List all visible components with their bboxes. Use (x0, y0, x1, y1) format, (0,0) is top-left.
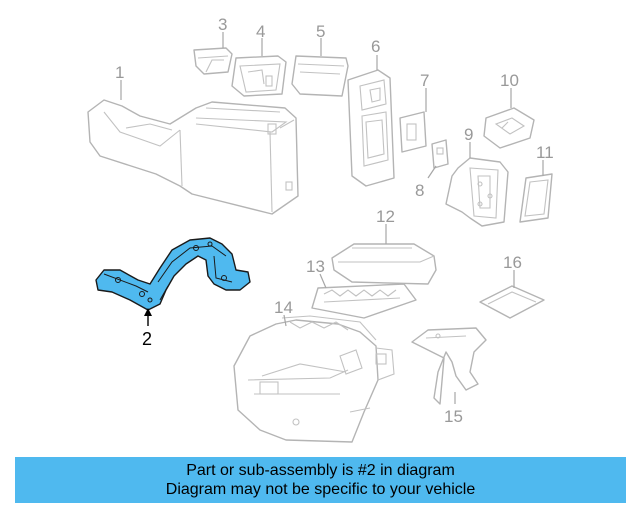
callout-8[interactable]: 8 (415, 181, 424, 200)
part-9-module[interactable] (445, 157, 509, 227)
leader-13 (319, 273, 327, 289)
callout-3[interactable]: 3 (218, 15, 227, 34)
banner-line-1: Part or sub-assembly is #2 in diagram (186, 462, 455, 479)
callout-11[interactable]: 11 (536, 143, 554, 162)
callout-4[interactable]: 4 (256, 22, 265, 41)
callout-5[interactable]: 5 (316, 22, 325, 41)
part-8-switch[interactable] (431, 139, 449, 169)
part-3-cup[interactable] (193, 47, 233, 75)
leader-8 (427, 165, 437, 179)
banner-line-2: Diagram may not be specific to your vehi… (165, 481, 476, 498)
callout-7[interactable]: 7 (420, 71, 429, 90)
part-2-bracket-highlighted[interactable] (95, 237, 251, 311)
callout-12[interactable]: 12 (376, 207, 395, 226)
part-7-plate[interactable] (399, 111, 427, 153)
part-4-tray[interactable] (231, 55, 287, 97)
part-10-housing[interactable] (483, 107, 535, 149)
callout-14[interactable]: 14 (274, 298, 293, 317)
part-6-panel[interactable] (347, 69, 395, 187)
callout-9[interactable]: 9 (464, 125, 473, 144)
callout-13[interactable]: 13 (306, 257, 325, 276)
part-5-bin[interactable] (291, 55, 349, 97)
callout-15[interactable]: 15 (444, 407, 463, 426)
callout-10[interactable]: 10 (500, 71, 519, 90)
info-banner: Part or sub-assembly is #2 in diagram Di… (15, 457, 626, 503)
leader-14 (283, 314, 287, 327)
parts-diagram: 1 2 3 4 5 6 7 8 9 10 11 12 13 14 15 16 (87, 15, 554, 443)
part-1-console[interactable] (87, 99, 299, 215)
part-11-cover[interactable] (519, 173, 553, 223)
part-12-lid[interactable] (331, 243, 437, 285)
part-16-mat[interactable] (479, 285, 545, 319)
part-13-tray[interactable] (311, 283, 417, 319)
part-15-bracket[interactable] (411, 327, 487, 405)
callout-2[interactable]: 2 (142, 329, 152, 349)
callout-16[interactable]: 16 (503, 253, 522, 272)
callout-1[interactable]: 1 (115, 63, 124, 82)
leader-2-arrow (144, 308, 152, 316)
part-14-assembly[interactable] (233, 315, 395, 443)
callout-6[interactable]: 6 (371, 37, 380, 56)
